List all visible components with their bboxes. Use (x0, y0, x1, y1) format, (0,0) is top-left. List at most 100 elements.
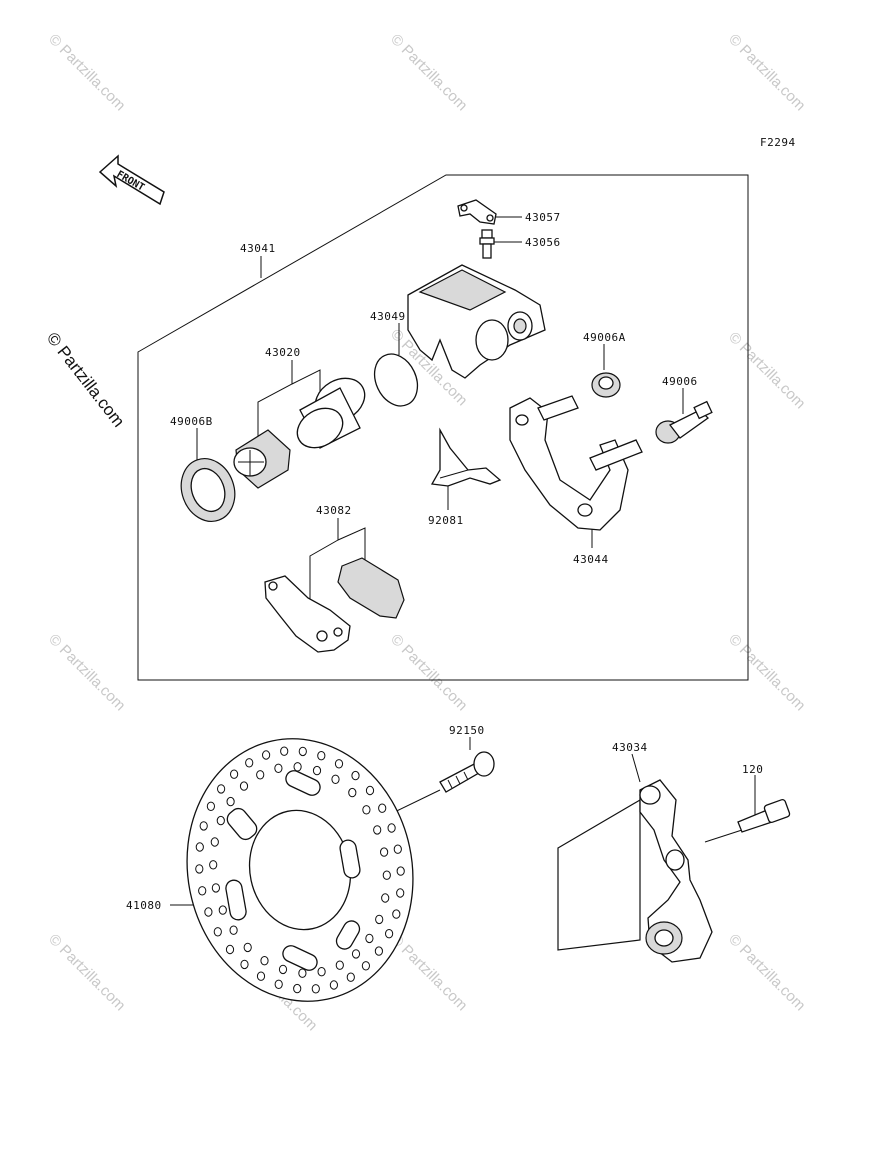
disc-hole (317, 751, 326, 761)
bleeder-cap-43057 (457, 199, 497, 225)
disc-hole (206, 801, 215, 811)
disc-hole (385, 929, 394, 939)
disc-hole (218, 905, 227, 915)
disc-hole (199, 821, 208, 831)
boot-49006A (591, 372, 621, 398)
disc-holes (195, 746, 405, 994)
watermark: © Partzilla.com (387, 631, 470, 714)
disc-hole (378, 803, 387, 813)
disc-hole (230, 769, 239, 779)
label-43056: 43056 (525, 236, 561, 249)
disc-hole (361, 961, 370, 971)
caliper-holder-43034 (557, 779, 713, 963)
disc-hole (280, 746, 289, 756)
disc-hole (365, 785, 375, 796)
caliper-body (407, 264, 546, 379)
label-49006A: 49006A (583, 331, 626, 344)
dust-boot-49006B (180, 458, 236, 522)
disc-hole (392, 909, 401, 919)
disc-hole (331, 774, 340, 784)
disc-hole (362, 805, 371, 815)
disc-hole (396, 888, 405, 898)
disc-hole (312, 765, 322, 776)
label-49006B: 49006B (170, 415, 213, 428)
watermark: © Partzilla.com (725, 631, 808, 714)
disc-hole (293, 762, 302, 772)
disc-hole (317, 967, 326, 977)
label-43041: 43041 (240, 242, 276, 255)
disc-hole (229, 925, 238, 935)
disc-hole (225, 944, 235, 955)
label-43034: 43034 (612, 741, 648, 754)
disc-hole (382, 870, 391, 880)
disc-hole (351, 949, 361, 959)
caliper-assembly-frame (137, 174, 749, 681)
disc-hole (381, 893, 390, 903)
disc-hole (274, 979, 283, 989)
bolt-120 (737, 798, 791, 833)
disc-hole (217, 784, 226, 794)
label-41080: 41080 (126, 899, 162, 912)
figure-code: F2294 (760, 136, 796, 149)
piston-43020 (296, 377, 366, 449)
watermark: © Partzilla.com (45, 931, 128, 1014)
brake-disc-41080 (186, 738, 414, 1002)
disc-hole (262, 750, 271, 760)
disc-hole (365, 933, 374, 944)
disc-hole (334, 759, 344, 769)
part-labels: 43057 43056 43041 43049 43020 49006A 490… (126, 211, 763, 912)
piston-insulator (233, 429, 291, 489)
disc-hole (198, 886, 207, 896)
label-92081: 92081 (428, 514, 464, 527)
disc-hole (195, 864, 204, 874)
disc-hole (245, 758, 254, 768)
disc-hole (346, 972, 355, 982)
disc-hole (240, 959, 249, 970)
disc-hole (373, 825, 382, 835)
disc-hole (335, 960, 344, 970)
piston-seal-43049 (373, 353, 419, 407)
disc-hole (274, 763, 283, 773)
disc-hole (298, 746, 307, 757)
watermark-layer: © Partzilla.com © Partzilla.com © Partzi… (45, 31, 808, 1034)
disc-hole (393, 844, 402, 854)
disc-hole (329, 980, 338, 990)
disc-hole (348, 787, 357, 798)
watermark: © Partzilla.com (45, 31, 128, 114)
disc-hole (210, 837, 219, 847)
pin-boot-49006 (655, 400, 713, 444)
label-43044: 43044 (573, 553, 609, 566)
disc-hole (375, 914, 384, 925)
disc-hole (216, 815, 225, 826)
disc-hole (374, 946, 383, 956)
disc-hole (298, 968, 307, 978)
label-120: 120 (742, 763, 763, 776)
disc-hole (204, 907, 213, 917)
disc-hole (293, 983, 302, 994)
disc-hole (387, 823, 396, 833)
bolt-92150 (439, 751, 495, 793)
disc-hole (213, 927, 222, 937)
pad-spring-92081 (430, 427, 502, 487)
disc-hole (211, 883, 220, 893)
watermark: © Partzilla.com (725, 31, 808, 114)
front-arrow-icon: FRONT (98, 154, 165, 206)
disc-hole (256, 770, 265, 780)
label-43057: 43057 (525, 211, 561, 224)
disc-hole (278, 964, 288, 975)
label-43049: 43049 (370, 310, 406, 323)
disc-hole (226, 796, 235, 807)
watermark: © Partzilla.com (387, 31, 470, 114)
label-43082: 43082 (316, 504, 352, 517)
brake-pads-43082 (264, 557, 405, 653)
disc-hole (396, 866, 405, 876)
disc-hole (239, 781, 249, 791)
watermark: © Partzilla.com (387, 931, 470, 1014)
label-43020: 43020 (265, 346, 301, 359)
label-49006: 49006 (662, 375, 698, 388)
disc-hole (311, 984, 320, 994)
caliper-bracket-43044 (509, 395, 643, 531)
disc-hole (209, 860, 218, 870)
disc-hole (195, 842, 204, 852)
